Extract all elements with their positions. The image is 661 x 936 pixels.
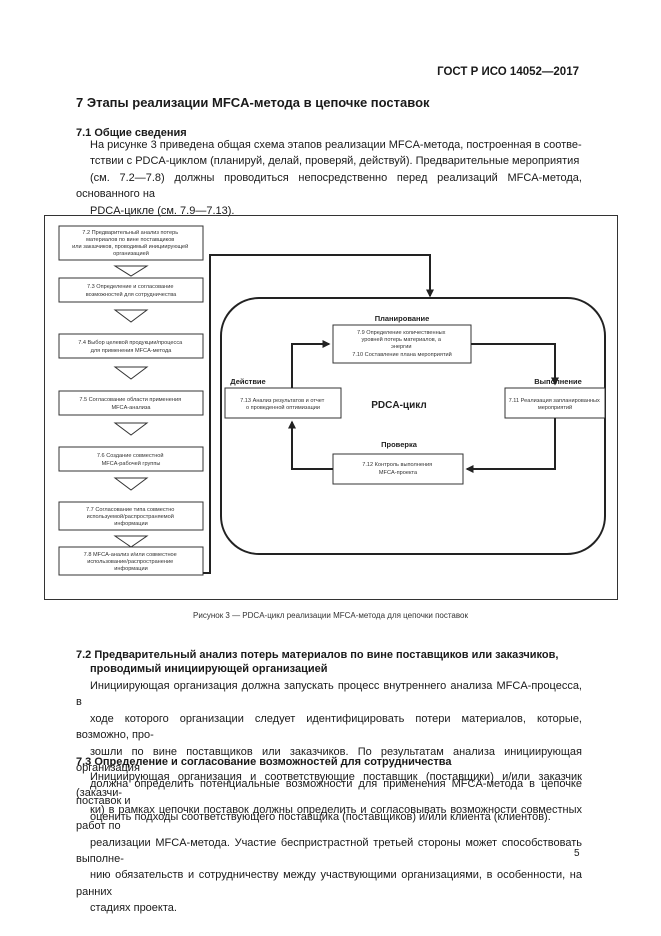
standard-code: ГОСТ Р ИСО 14052—2017 [437,66,579,78]
do-line: 7.11 Реализация запланированных [509,398,600,404]
step-box-7-6 [58,446,204,472]
step-label-line: информации [114,521,147,527]
page-number: 5 [574,848,580,859]
step-label-7-7: 7.7 Согласование типа совместно использу… [86,507,176,527]
pdca-diagram: 7.2 Предварительный анализ потерь матери… [58,225,606,576]
step-label-line: использование/распространение [87,559,173,565]
step-box-7-3 [58,277,204,303]
plan-box [332,324,472,364]
step-label-line: MFCA-рабочей группы [102,460,161,467]
step-label-line: 7.5 Согласование области применения [79,397,181,403]
text-line: должна определить потенциальные возможно… [76,778,582,807]
step-label-line: возможностей для сотрудничества [86,291,177,298]
act-line: о проведенной оптимизации [246,404,320,411]
plan-line: уровней потерь материалов, а [362,336,442,343]
do-box-label: 7.11 Реализация запланированных мероприя… [509,398,602,411]
step-label-line: организацией [113,250,149,257]
check-box [332,453,464,485]
step-box-7-5 [58,390,204,416]
text-line: Инициирующая организация и соответствующ… [76,771,582,800]
text-line: (см. 7.2—7.8) должны проводиться непосре… [76,171,582,201]
text-line: ходе которого организации следует иденти… [76,712,582,742]
step-label-line: MFCA-анализа [111,405,151,411]
section-7-3-heading: 7.3 Определение и согласование возможнос… [76,756,452,768]
plan-line: 7.9 Определение количественных [357,330,446,336]
section-7-1-heading: 7.1 Общие сведения [76,127,187,139]
connector-arrow [203,254,434,574]
act-box [224,387,342,419]
do-line: мероприятий [538,404,572,411]
text-line: оценить подходы соответствующего поставщ… [90,811,551,824]
do-label: Выполнение [534,377,582,386]
step-box-7-8 [58,546,204,576]
section-7-2-text: Инициирующая организация должна запускат… [76,678,582,826]
check-box-label: 7.12 Контроль выполнения MFCA-проекта [362,462,434,476]
act-line: 7.13 Анализ результатов и отчет [240,398,325,404]
text-line: стадиях проекта. [90,902,177,915]
down-arrow-icon [113,265,149,277]
down-arrow-icon [113,309,149,323]
step-label-7-5: 7.5 Согласование области применения MFCA… [79,397,182,411]
step-label-line: для применения MFCA-метода [91,348,173,354]
step-label-7-4: 7.4 Выбор целевой продукции/процесса для… [78,339,184,354]
section-7-heading: 7 Этапы реализации MFCA-метода в цепочке… [76,95,430,110]
text-line: реализации MFCA-метода. Участие бесприст… [76,836,582,866]
step-label-line: используемой/распространяемой [87,513,174,520]
step-label-7-6: 7.6 Создание совместной MFCA-рабочей гру… [97,452,165,467]
step-label-7-2: 7.2 Предварительный анализ потерь матери… [72,229,190,257]
step-box-7-2 [58,225,204,261]
down-arrow-icon [113,366,149,380]
section-7-1-text: На рисунке 3 приведена общая схема этапо… [76,137,582,219]
down-arrow-icon [113,535,149,548]
text-line: Инициирующая организация должна запускат… [76,680,582,709]
step-box-7-4 [58,333,204,359]
step-label-line: материалов по вине поставщиков [86,237,174,243]
check-label: Проверка [381,440,418,449]
do-to-check-arrow [465,418,556,473]
text-line: PDCA-цикле (см. 7.9—7.13). [90,204,235,217]
step-label-line: 7.8 MFCA-анализ и/или совместное [84,552,177,558]
heading-line: проводимый инициирующей организацией [90,663,328,675]
plan-to-do-arrow [471,343,559,386]
text-line: ки) в рамках цепочки поставок должны опр… [76,803,582,833]
step-label-line: 7.6 Создание совместной [97,452,164,459]
act-label: Действие [230,377,265,386]
text-line: нию обязательств и сотрудничеству между … [76,869,582,898]
step-label-line: 7.3 Определение и согласование [87,284,174,290]
pdca-frame [220,297,606,555]
heading-line: 7.2 Предварительный анализ потерь матери… [76,649,559,661]
step-label-line: 7.2 Предварительный анализ потерь [82,229,178,236]
do-box [504,387,606,419]
section-7-3-text: Инициирующая организация и соответствующ… [76,769,582,917]
step-label-7-8: 7.8 MFCA-анализ и/или совместное использ… [84,552,179,572]
act-to-plan-arrow [291,340,331,388]
down-arrow-icon [113,422,149,436]
text-line: На рисунке 3 приведена общая схема этапо… [90,139,582,151]
step-label-line: информации [114,566,147,572]
figure-caption: Рисунок 3 — PDCA-цикл реализации MFCA-ме… [193,611,468,620]
step-box-7-7 [58,501,204,531]
step-label-line: 7.4 Выбор целевой продукции/процесса [78,339,183,346]
act-box-label: 7.13 Анализ результатов и отчет о провед… [240,398,326,411]
text-line: зошли по вине поставщиков или заказчиков… [76,745,582,775]
plan-line: энергии [391,344,411,350]
section-7-2-heading: 7.2 Предварительный анализ потерь матери… [76,648,558,676]
check-to-act-arrow [288,420,333,470]
plan-label: Планирование [375,314,430,323]
check-line: MFCA-проекта [379,470,418,476]
check-line: 7.12 Контроль выполнения [362,462,432,468]
text-line: тствии с PDCA-циклом (планируй, делай, п… [90,155,580,168]
step-label-line: 7.7 Согласование типа совместно [86,507,174,513]
step-label-7-3: 7.3 Определение и согласование возможнос… [86,284,177,298]
step-label-line: или заказчиков, проводимый инициирующей [72,243,188,250]
plan-line: 7.10 Составление плана мероприятий [352,351,452,358]
pdca-center-label: PDCA-цикл [371,400,426,411]
plan-box-label: 7.9 Определение количественных уровней п… [352,330,452,358]
figure-frame: 7.2 Предварительный анализ потерь матери… [44,215,618,600]
down-arrow-icon [113,477,149,491]
